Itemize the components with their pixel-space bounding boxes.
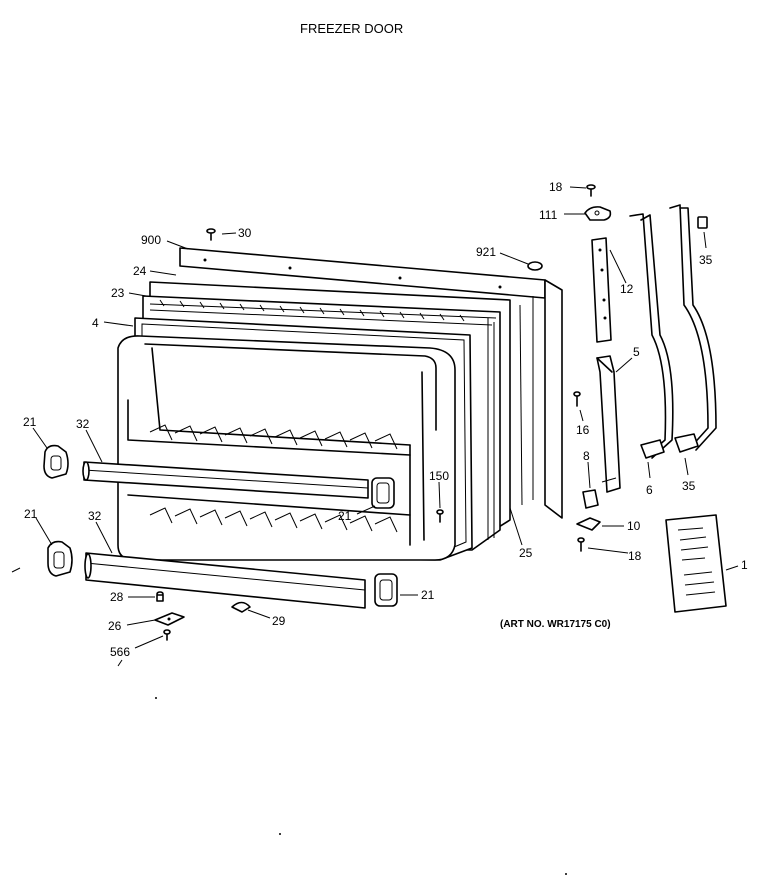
hinge-bracket-12 [591,237,612,343]
label-29: 29 [272,614,286,628]
handle-35 [669,204,717,453]
clip-10 [576,517,601,531]
hinge-pin-111 [584,206,612,221]
label-4: 4 [92,316,99,330]
label-32-lower: 32 [88,509,102,523]
door-outer-panel [179,247,563,519]
screw-566 [163,629,171,641]
label-5: 5 [633,345,640,359]
screw-16 [573,391,581,407]
bracket-26 [154,612,185,626]
label-150: 150 [429,469,449,483]
shelf-bar-upper [82,461,369,499]
bumper-29 [231,601,251,613]
screw-18-top [586,184,596,197]
label-6: 6 [646,483,653,497]
handle-bracket-5 [596,355,621,493]
screw-28 [156,591,164,602]
label-23: 23 [111,286,125,300]
label-16: 16 [576,423,590,437]
handle-6 [629,213,674,459]
label-18-top: 18 [549,180,563,194]
label-32-upper: 32 [76,417,90,431]
label-21-upper-right: 21 [338,509,352,523]
door-liner-bin [117,335,456,561]
label-8: 8 [583,449,590,463]
end-cap-upper-left [43,444,69,479]
screw-30 [206,228,216,241]
shelf-bar-lower [84,552,366,609]
end-cap-lower-right [374,573,398,607]
label-35-lower: 35 [682,479,696,493]
label-21-lower-right: 21 [421,588,435,602]
leader-lines [32,186,739,649]
screw-150 [436,509,444,523]
plug-921 [527,261,543,271]
label-26: 26 [108,619,122,633]
screw-18-lower [577,537,585,552]
rating-plate-1 [665,514,727,613]
art-number: (ART NO. WR17175 C0) [500,619,611,630]
label-12: 12 [620,282,634,296]
part-labels: 18 111 35 12 900 30 921 24 23 4 5 16 21 … [23,180,748,659]
label-21-upper-left: 21 [23,415,37,429]
label-10: 10 [627,519,641,533]
label-21-lower-left: 21 [24,507,38,521]
label-24: 24 [133,264,147,278]
label-28: 28 [110,590,124,604]
end-cap-lower-left [47,540,73,577]
label-921: 921 [476,245,496,259]
label-1: 1 [741,558,748,572]
label-25: 25 [519,546,533,560]
label-30: 30 [238,226,252,240]
end-cap-upper-right [371,477,395,509]
label-900: 900 [141,233,161,247]
label-566: 566 [110,645,130,659]
bumper-8 [582,489,599,509]
label-111: 111 [539,208,558,222]
label-35-top: 35 [699,253,713,267]
scan-marks [11,567,567,875]
label-18-lower: 18 [628,549,642,563]
cap-35 [697,216,708,229]
diagram-title: FREEZER DOOR [300,21,403,36]
